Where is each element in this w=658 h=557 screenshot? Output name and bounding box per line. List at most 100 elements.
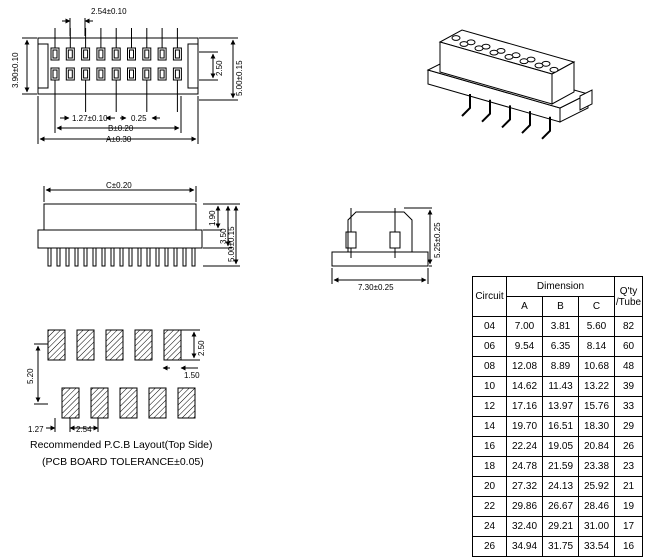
iso-hole — [474, 45, 484, 52]
cell-a: 14.62 — [506, 376, 543, 397]
cell-circuit: 08 — [472, 356, 507, 377]
cell-c: 8.14 — [578, 336, 615, 357]
pcb-pad-top — [76, 329, 95, 361]
cell-qty: 60 — [614, 336, 643, 357]
iso-hole — [451, 35, 461, 41]
cell-c: 28.46 — [578, 496, 615, 517]
iso-body-side — [551, 61, 575, 105]
contact-pad-top — [157, 47, 167, 61]
cell-b: 19.05 — [542, 436, 579, 457]
side-h2-label: 3.50 — [219, 228, 228, 244]
side-pin — [155, 247, 160, 267]
end-view-contact-right — [389, 231, 401, 249]
contact-slot-bottom — [67, 69, 73, 79]
iso-leg — [461, 94, 471, 117]
cell-circuit: 10 — [472, 376, 507, 397]
contact-slot-top — [67, 49, 73, 59]
side-pin — [191, 247, 196, 267]
dim-a-label: A±0.30 — [106, 135, 132, 144]
iso-hole — [489, 49, 499, 56]
contact-pad-top — [96, 47, 106, 61]
cell-a: 17.16 — [506, 396, 543, 417]
contact-slot-top — [98, 49, 104, 59]
pcb-layout — [34, 329, 200, 432]
cell-qty: 19 — [614, 496, 643, 517]
pad-len-label: 2.50 — [197, 340, 206, 356]
side-pin — [173, 247, 178, 267]
dim-b-label: B±0.20 — [108, 124, 134, 133]
header-qty-line1: Q'ty — [619, 285, 638, 297]
top-view-right-flange — [187, 43, 199, 89]
side-pin — [110, 247, 115, 267]
contact-pad-top — [127, 47, 136, 61]
row-dist-label: 5.20 — [26, 368, 35, 384]
iso-leg — [481, 99, 491, 123]
pcb-pad-bottom — [177, 387, 196, 419]
half-pitch-label: 1.27±0.10 — [72, 114, 108, 123]
pcb-pad-top — [105, 329, 124, 361]
cell-a: 12.08 — [506, 356, 543, 377]
pcb-pads — [47, 329, 196, 419]
iso-hole — [459, 41, 469, 47]
contact-slot-top — [52, 49, 58, 59]
contact-pad-top — [81, 47, 91, 61]
cell-circuit: 12 — [472, 396, 507, 417]
cell-circuit: 24 — [472, 516, 507, 537]
iso-peg — [579, 89, 593, 111]
iso-hole — [534, 62, 544, 69]
cell-c: 25.92 — [578, 476, 615, 497]
cell-b: 21.59 — [542, 456, 579, 477]
contact-slot-top — [113, 49, 119, 59]
cell-b: 11.43 — [542, 376, 579, 397]
contact-slot-bottom — [113, 69, 119, 79]
cell-c: 5.60 — [578, 316, 615, 337]
iso-hole — [504, 54, 514, 60]
cell-a: 7.00 — [506, 316, 543, 337]
cell-a: 32.40 — [506, 516, 543, 537]
end-view-base — [331, 251, 429, 267]
cell-circuit: 04 — [472, 316, 507, 337]
contact-slot-top — [159, 49, 165, 59]
contact-pad-bottom — [96, 67, 106, 81]
iso-legs — [461, 94, 551, 140]
iso-leg — [521, 111, 531, 134]
row-pitch-label: 2.50 — [215, 60, 224, 76]
side-pin — [101, 247, 106, 267]
side-pin — [83, 247, 88, 267]
side-pin — [47, 247, 52, 267]
cell-c: 31.00 — [578, 516, 615, 537]
cell-a: 29.86 — [506, 496, 543, 517]
pitch-pcb-label: 2.54 — [76, 425, 92, 434]
top-view-housing — [37, 37, 199, 95]
pcb-pad-top — [47, 329, 66, 361]
contact-pad-top — [111, 47, 121, 61]
contact-pad-bottom — [157, 67, 167, 81]
contact-slot-bottom — [159, 69, 165, 79]
header-b: B — [542, 296, 579, 317]
contact-slot-bottom — [129, 69, 134, 79]
top-view-contacts — [50, 28, 182, 112]
height-right-label: 5.00±0.15 — [235, 60, 244, 96]
header-qty-line2: /Tube — [615, 296, 642, 308]
cell-a: 24.78 — [506, 456, 543, 477]
header-a: A — [506, 296, 543, 317]
side-pin — [146, 247, 151, 267]
cell-b: 29.21 — [542, 516, 579, 537]
cell-c: 15.76 — [578, 396, 615, 417]
contact-slot-top — [144, 49, 150, 59]
side-pin — [119, 247, 124, 267]
cell-circuit: 14 — [472, 416, 507, 437]
contact-slot-bottom — [98, 69, 104, 79]
side-view-pins — [47, 247, 196, 267]
offset-label: 1.27 — [28, 425, 44, 434]
cell-b: 24.13 — [542, 476, 579, 497]
cell-c: 23.38 — [578, 456, 615, 477]
pcb-pad-bottom — [61, 387, 80, 419]
side-view — [37, 186, 240, 267]
